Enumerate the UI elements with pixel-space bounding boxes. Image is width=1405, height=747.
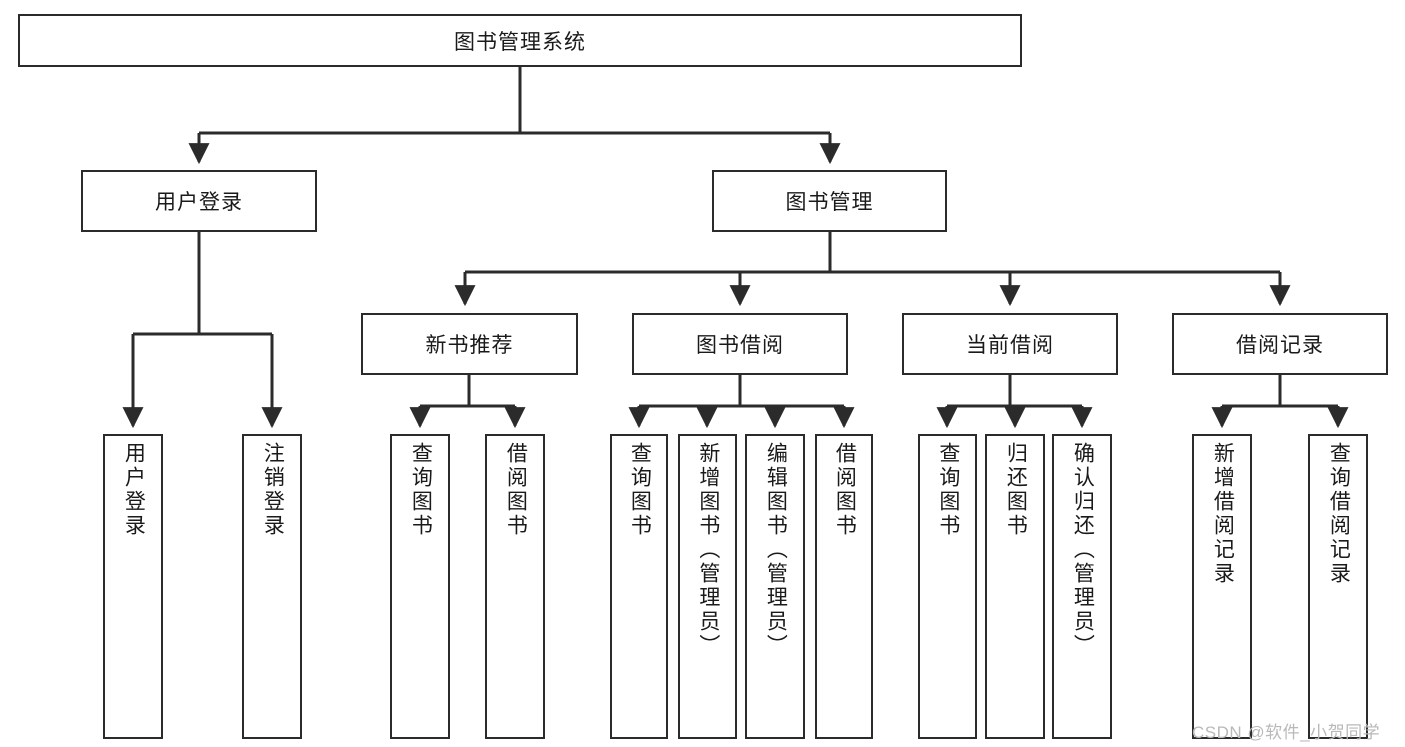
node-root-label: 图书管理系统	[454, 30, 586, 54]
leaf-label: 新增图书（管理员）	[696, 442, 720, 658]
leaf-label: 查询图书	[628, 442, 652, 538]
leaf-label: 归还图书	[1004, 442, 1028, 538]
leaf-edit-book-admin[interactable]: 编辑图书（管理员）	[745, 434, 805, 739]
leaf-add-borrow-record[interactable]: 新增借阅记录	[1192, 434, 1252, 739]
leaf-label: 查询借阅记录	[1327, 442, 1351, 586]
leaf-label: 注销登录	[261, 442, 285, 538]
leaf-user-login[interactable]: 用户登录	[103, 434, 163, 739]
leaf-label: 借阅图书	[504, 442, 528, 538]
node-book-management[interactable]: 图书管理	[712, 170, 947, 232]
leaf-label: 查询图书	[409, 442, 433, 538]
node-borrow-record[interactable]: 借阅记录	[1172, 313, 1388, 375]
record-leaf-connectors	[1211, 375, 1349, 429]
leaf-label: 查询图书	[936, 442, 960, 538]
leaf-label: 用户登录	[122, 442, 146, 538]
node-book-management-label: 图书管理	[785, 191, 874, 214]
leaf-query-book-recommend[interactable]: 查询图书	[390, 434, 450, 739]
leaf-query-book-borrow[interactable]: 查询图书	[610, 434, 668, 739]
node-root[interactable]: 图书管理系统	[18, 14, 1022, 67]
node-book-borrow-label: 图书借阅	[696, 334, 784, 357]
leaf-add-book-admin[interactable]: 新增图书（管理员）	[678, 434, 737, 739]
leaf-label: 新增借阅记录	[1211, 442, 1235, 586]
leaf-label: 编辑图书（管理员）	[764, 442, 788, 658]
node-new-book-recommend-label: 新书推荐	[425, 334, 514, 357]
leaf-query-borrow-record[interactable]: 查询借阅记录	[1308, 434, 1368, 739]
new-book-leaf-connectors	[409, 375, 526, 429]
node-current-borrow[interactable]: 当前借阅	[902, 313, 1118, 375]
book-mgmt-connectors	[454, 232, 1291, 307]
root-connectors	[188, 67, 841, 165]
borrow-leaf-connectors	[628, 375, 855, 429]
leaf-label: 借阅图书	[833, 442, 857, 538]
csdn-watermark: CSDN @软件_小贺同学	[1192, 723, 1381, 742]
node-book-borrow[interactable]: 图书借阅	[632, 313, 848, 375]
leaf-confirm-return-admin[interactable]: 确认归还（管理员）	[1052, 434, 1112, 739]
node-new-book-recommend[interactable]: 新书推荐	[361, 313, 578, 375]
node-borrow-record-label: 借阅记录	[1236, 334, 1324, 357]
leaf-user-logout[interactable]: 注销登录	[242, 434, 302, 739]
current-borrow-leaf-connectors	[936, 375, 1093, 429]
node-current-borrow-label: 当前借阅	[966, 334, 1054, 357]
leaf-label: 确认归还（管理员）	[1071, 442, 1095, 658]
node-user-login-label: 用户登录	[155, 191, 243, 214]
leaf-borrow-book[interactable]: 借阅图书	[815, 434, 873, 739]
login-leaf-connectors	[122, 232, 283, 429]
leaf-return-book[interactable]: 归还图书	[985, 434, 1045, 739]
leaf-query-book-current[interactable]: 查询图书	[918, 434, 977, 739]
leaf-borrow-book-recommend[interactable]: 借阅图书	[485, 434, 545, 739]
node-user-login[interactable]: 用户登录	[81, 170, 317, 232]
